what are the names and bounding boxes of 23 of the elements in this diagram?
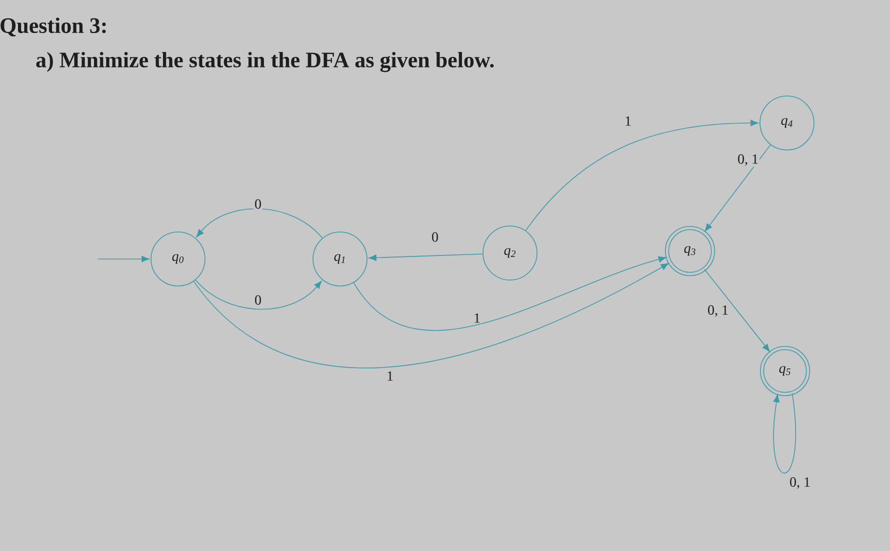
- edge-label: 0: [430, 231, 440, 243]
- transition-arrow: [704, 144, 771, 232]
- transition-arrow: [704, 268, 770, 352]
- accepting-state: q$_{5}$: [760, 346, 810, 396]
- edge-label: 0, 1: [736, 153, 760, 167]
- question-text: a) Minimize the states in the DFA as given below.: [36, 52, 494, 72]
- start-arrow: [98, 256, 150, 262]
- transition-arrow: [525, 120, 758, 231]
- self-loop-arrow: [773, 392, 796, 474]
- transition-arrow: [368, 254, 484, 261]
- transition-arrow: [193, 263, 669, 368]
- transition-arrow: [353, 256, 666, 331]
- edge-label: 1: [624, 115, 632, 127]
- accepting-state: q$_{3}$: [664, 226, 716, 276]
- edge-label: 1: [472, 312, 482, 324]
- edge-label: 1: [386, 370, 394, 382]
- edge-label: 0, 1: [788, 476, 812, 490]
- edge-label: 0: [254, 198, 262, 210]
- edge-label: 0, 1: [706, 304, 730, 318]
- transition-arrow: [196, 208, 323, 238]
- edge-label: 0: [254, 294, 262, 306]
- transition-arrow: [195, 280, 322, 310]
- title: Question 3:: [0, 18, 106, 36]
